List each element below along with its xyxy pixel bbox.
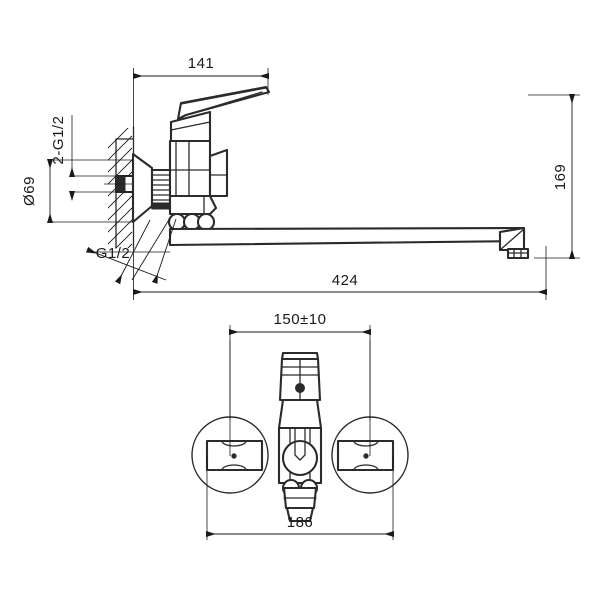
inlet-arm-right xyxy=(336,439,395,472)
dim-141-label: 141 xyxy=(188,55,215,72)
dim-186-label: 186 xyxy=(287,514,314,531)
dim-169-label: 169 xyxy=(552,164,569,191)
side-elevation-view: 141 169 424 Ø69 xyxy=(21,55,580,300)
dim-141: 141 xyxy=(133,55,269,130)
spout-base-side xyxy=(167,212,216,232)
lever-handle-side xyxy=(176,85,271,121)
mixer-body-front xyxy=(277,398,323,485)
dim-424: 424 xyxy=(133,246,547,300)
wall-hatching xyxy=(108,128,133,248)
spout-outlet-front xyxy=(281,478,319,523)
dim-424-label: 424 xyxy=(332,272,359,289)
dim-diameter-69-label: Ø69 xyxy=(21,176,38,206)
callout-2-g12-label: 2-G1/2 xyxy=(50,116,67,165)
wall-section xyxy=(104,126,140,249)
dim-diameter-69: Ø69 xyxy=(21,159,133,223)
dim-150-tol: 150±10 xyxy=(229,311,371,420)
mixer-body-side xyxy=(168,110,229,216)
front-elevation-view: 150±10 186 xyxy=(191,311,409,540)
dim-169: 169 xyxy=(528,94,580,259)
callout-g12-label: G1/2 xyxy=(96,245,131,262)
dim-186: 186 xyxy=(206,514,394,537)
inlet-arm-left xyxy=(205,439,264,472)
spout-side xyxy=(168,226,530,260)
wall-escutcheon-side xyxy=(131,152,154,224)
lever-handle-front xyxy=(278,351,322,402)
callout-2-g12: 2-G1/2 xyxy=(50,115,133,201)
union-nut-side xyxy=(150,168,173,210)
callout-g12: G1/2 xyxy=(86,217,177,285)
dim-150-tol-label: 150±10 xyxy=(274,311,327,328)
